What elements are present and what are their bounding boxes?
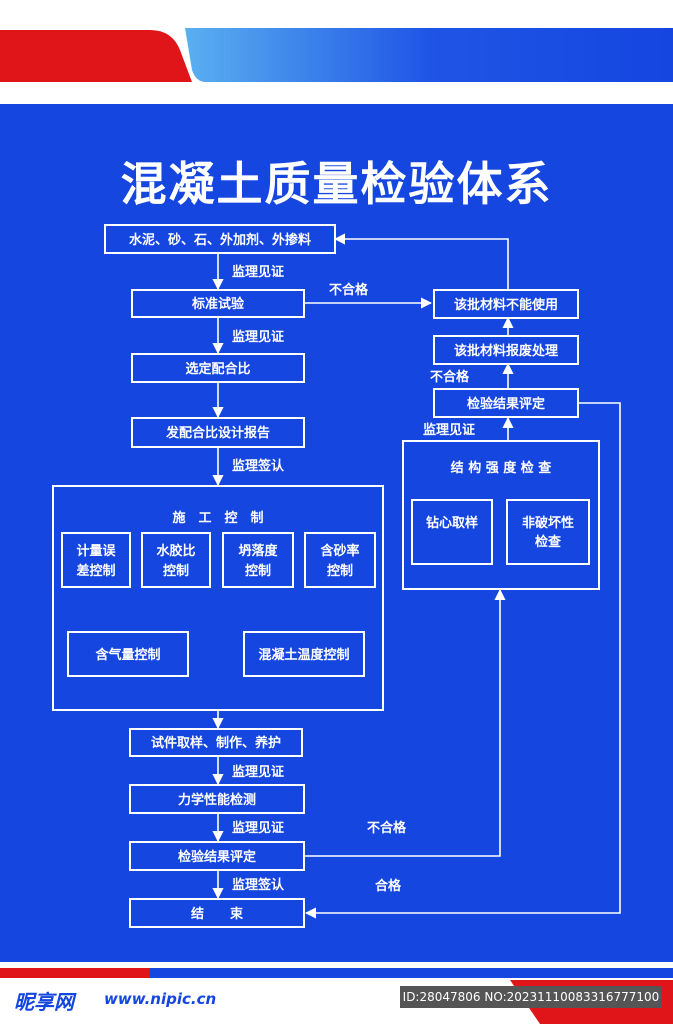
svg-text:发配合比设计报告: 发配合比设计报告 — [165, 425, 270, 441]
svg-text:标准试验: 标准试验 — [191, 296, 245, 312]
node-mix-report: 发配合比设计报告 — [131, 417, 305, 448]
node-specimen: 试件取样、制作、养护 — [129, 728, 303, 757]
label-witness-5: 监理见证 — [423, 422, 475, 438]
group-construction-control: 施 工 控 制 — [52, 485, 384, 711]
svg-text:选定配合比: 选定配合比 — [185, 361, 250, 377]
svg-text:含气量控制: 含气量控制 — [94, 647, 160, 663]
node-temp-control: 混凝土温度控制 — [243, 631, 365, 677]
svg-text:差控制: 差控制 — [76, 563, 115, 579]
label-witness-4: 监理见证 — [232, 820, 284, 836]
svg-text:该批材料报废处理: 该批材料报废处理 — [454, 343, 558, 359]
node-eval-right: 检验结果评定 — [433, 388, 579, 418]
svg-text:结 束: 结 束 — [191, 906, 244, 922]
watermark-url: www.nipic.cn — [104, 990, 217, 1008]
label-witness-3: 监理见证 — [232, 764, 284, 780]
watermark-id: ID:28047806 NO:20231110083316777100 — [400, 986, 662, 1008]
edges — [212, 233, 621, 919]
svg-text:坍落度: 坍落度 — [238, 543, 278, 559]
svg-text:检验结果评定: 检验结果评定 — [178, 849, 256, 865]
page-title: 混凝土质量检验体系 — [120, 157, 553, 211]
svg-text:计量误: 计量误 — [76, 543, 116, 559]
top-decorative-band — [0, 0, 673, 100]
edge-unusable-materials — [333, 233, 509, 289]
svg-text:混凝土温度控制: 混凝土温度控制 — [258, 647, 349, 663]
node-standard-test: 标准试验 — [131, 289, 305, 318]
node-materials: 水泥、砂、石、外加剂、外掺料 — [104, 224, 336, 254]
svg-text:控制: 控制 — [245, 563, 271, 579]
node-nondestructive: 非破坏性 检查 — [506, 499, 590, 565]
svg-text:检查: 检查 — [535, 534, 562, 550]
svg-text:施 工 控 制: 施 工 控 制 — [172, 510, 263, 526]
svg-text:该批材料不能使用: 该批材料不能使用 — [454, 297, 558, 313]
node-slump: 坍落度 控制 — [222, 532, 294, 588]
node-air-content: 含气量控制 — [67, 631, 189, 677]
label-sign-1: 监理签认 — [232, 458, 285, 474]
label-fail-1: 不合格 — [329, 282, 369, 298]
svg-text:检验结果评定: 检验结果评定 — [467, 396, 545, 412]
node-unusable: 该批材料不能使用 — [433, 289, 579, 319]
svg-text:力学性能检测: 力学性能检测 — [178, 792, 256, 808]
node-wc-ratio: 水胶比 控制 — [141, 532, 211, 588]
svg-text:控制: 控制 — [327, 563, 353, 579]
label-witness-1: 监理见证 — [232, 264, 284, 280]
node-metering: 计量误 差控制 — [61, 532, 131, 588]
watermark-logo: 昵享网 — [14, 990, 74, 1014]
edge-eval-strength — [304, 588, 506, 857]
svg-text:非破坏性: 非破坏性 — [522, 515, 574, 531]
edge-evalright-end — [304, 402, 621, 919]
group-structural-strength: 结 构 强 度 检 查 — [402, 440, 600, 590]
label-witness-2: 监理见证 — [232, 329, 284, 345]
svg-text:试件取样、制作、养护: 试件取样、制作、养护 — [151, 735, 281, 751]
svg-text:控制: 控制 — [163, 563, 189, 579]
node-end: 结 束 — [129, 898, 305, 928]
node-core-sampling: 钻心取样 — [411, 499, 493, 565]
node-mix-select: 选定配合比 — [131, 353, 305, 383]
label-fail-3: 不合格 — [430, 369, 470, 385]
node-eval-left: 检验结果评定 — [129, 841, 305, 871]
node-scrap: 该批材料报废处理 — [433, 335, 579, 365]
label-pass: 合格 — [375, 878, 402, 894]
flow-diagram: 水泥、砂、石、外加剂、外掺料 标准试验 选定配合比 发配合比设计报告 施 工 控… — [52, 224, 621, 928]
node-mech-test: 力学性能检测 — [129, 784, 305, 814]
node-sand-ratio: 含砂率 控制 — [304, 532, 376, 588]
edge-labels: 监理见证 不合格 监理见证 监理签认 监理见证 监理见证 不合格 监理签认 合格… — [232, 264, 475, 894]
svg-text:水胶比: 水胶比 — [156, 543, 195, 559]
svg-text:钻心取样: 钻心取样 — [426, 515, 478, 531]
svg-text:含砂率: 含砂率 — [319, 543, 359, 559]
label-fail-2: 不合格 — [367, 820, 407, 836]
svg-text:水泥、砂、石、外加剂、外掺料: 水泥、砂、石、外加剂、外掺料 — [129, 232, 311, 248]
label-sign-2: 监理签认 — [232, 877, 285, 893]
svg-text:结 构 强 度 检 查: 结 构 强 度 检 查 — [451, 460, 553, 476]
